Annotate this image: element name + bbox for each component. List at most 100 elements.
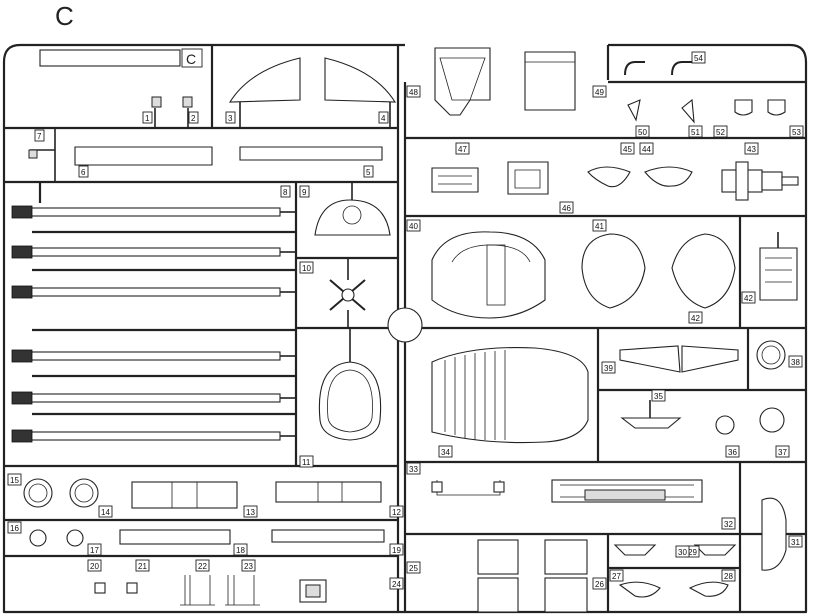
part-number-label: 38	[791, 358, 800, 367]
part-number-label: 2	[191, 114, 196, 123]
part-number-label: 54	[694, 54, 703, 63]
part-number-label: 7	[37, 132, 42, 141]
part-number-5: 5	[363, 165, 374, 178]
sprue-gate-circle	[387, 307, 423, 343]
part-number-42: 42	[688, 311, 703, 324]
part-number-label: 48	[409, 88, 418, 97]
part-number-label: 12	[392, 508, 401, 517]
part-number-33: 33	[406, 462, 421, 475]
part-number-30: 30	[675, 545, 690, 558]
part-number-label: 52	[716, 128, 725, 137]
part-number-label: 49	[595, 88, 604, 97]
part-number-41: 41	[592, 219, 607, 232]
sprue-letter: C	[55, 1, 74, 31]
part-number-39: 39	[601, 361, 616, 374]
part-number-label: 26	[595, 580, 604, 589]
part-number-4: 4	[378, 111, 389, 124]
part-40	[431, 231, 546, 319]
part-number-label: 53	[792, 128, 801, 137]
part-number-31: 31	[788, 535, 803, 548]
part-number-21: 21	[135, 559, 150, 572]
part-number-3: 3	[225, 111, 236, 124]
part-number-label: 1	[145, 114, 150, 123]
part-number-9: 9	[299, 185, 310, 198]
part-number-35: 35	[651, 389, 666, 402]
part-number-17: 17	[87, 543, 102, 556]
part-number-34: 34	[438, 445, 453, 458]
part-number-19: 19	[389, 543, 404, 556]
part-number-label: 9	[302, 188, 307, 197]
part-number-label: 33	[409, 465, 418, 474]
sprue-frame: C	[2, 43, 808, 614]
part-number-label: 8	[283, 188, 288, 197]
part-number-label: 4	[381, 114, 386, 123]
part-number-label: 22	[198, 562, 207, 571]
part-number-label: 24	[392, 580, 401, 589]
part-number-40: 40	[406, 219, 421, 232]
part-10	[329, 258, 366, 328]
part-number-label: 50	[638, 128, 647, 137]
part-number-label: 32	[724, 520, 733, 529]
parts-35-37	[620, 400, 785, 435]
part-number-44: 44	[639, 142, 654, 155]
part-number-26: 26	[592, 577, 607, 590]
part-number-11: 11	[299, 455, 314, 468]
part-number-38: 38	[788, 355, 803, 368]
part-number-12: 12	[389, 505, 404, 518]
part-number-label: 40	[409, 222, 418, 231]
part-number-label: 14	[101, 508, 110, 517]
part-number-label: 25	[409, 564, 418, 573]
part-number-label: 46	[562, 204, 571, 213]
parts-41-42	[581, 233, 736, 309]
part-34	[431, 347, 589, 444]
part-number-label: 37	[778, 448, 787, 457]
part-number-label: 28	[724, 572, 733, 581]
part-number-label: 18	[236, 546, 245, 555]
part-31	[761, 497, 787, 571]
part-number-label: 21	[138, 562, 147, 571]
parts-46-47	[431, 161, 549, 195]
part-number-label: 41	[595, 222, 604, 231]
parts-25-26	[477, 539, 588, 613]
part-number-label: 19	[392, 546, 401, 555]
part-number-32: 32	[721, 517, 736, 530]
part-number-label: 11	[302, 458, 311, 467]
part-39	[619, 345, 739, 373]
part-number-label: 42	[691, 314, 700, 323]
parts-3-4	[228, 57, 397, 128]
parts-16-19	[29, 529, 385, 547]
part-number-50: 50	[635, 125, 650, 138]
part-number-49: 49	[592, 85, 607, 98]
part-number-7: 7	[34, 129, 45, 142]
part-number-53: 53	[789, 125, 804, 138]
part-number-label: 36	[728, 448, 737, 457]
parts-27-30	[613, 544, 737, 598]
part-number-label: 20	[90, 562, 99, 571]
part-number-16: 16	[7, 521, 22, 534]
part-number-54: 54	[691, 51, 706, 64]
part-number-label: 10	[302, 264, 311, 273]
parts-1-2	[151, 96, 193, 128]
part-number-52: 52	[713, 125, 728, 138]
part-number-label: 47	[458, 145, 467, 154]
part-number-label: 51	[691, 128, 700, 137]
part-number-22: 22	[195, 559, 210, 572]
part-number-46: 46	[559, 201, 574, 214]
part-number-8: 8	[280, 185, 291, 198]
part-number-42: 42	[741, 291, 756, 304]
part-number-label: 16	[10, 524, 19, 533]
part-number-10: 10	[299, 261, 314, 274]
part-number-13: 13	[243, 505, 258, 518]
part-number-1: 1	[142, 111, 153, 124]
part-number-label: 13	[246, 508, 255, 517]
part-number-23: 23	[241, 559, 256, 572]
rod-parts-8	[11, 182, 296, 443]
part-number-27: 27	[609, 569, 624, 582]
part-32	[551, 479, 703, 503]
part-number-37: 37	[775, 445, 790, 458]
part-number-label: 34	[441, 448, 450, 457]
part-number-47: 47	[455, 142, 470, 155]
part-number-label: 6	[81, 168, 86, 177]
